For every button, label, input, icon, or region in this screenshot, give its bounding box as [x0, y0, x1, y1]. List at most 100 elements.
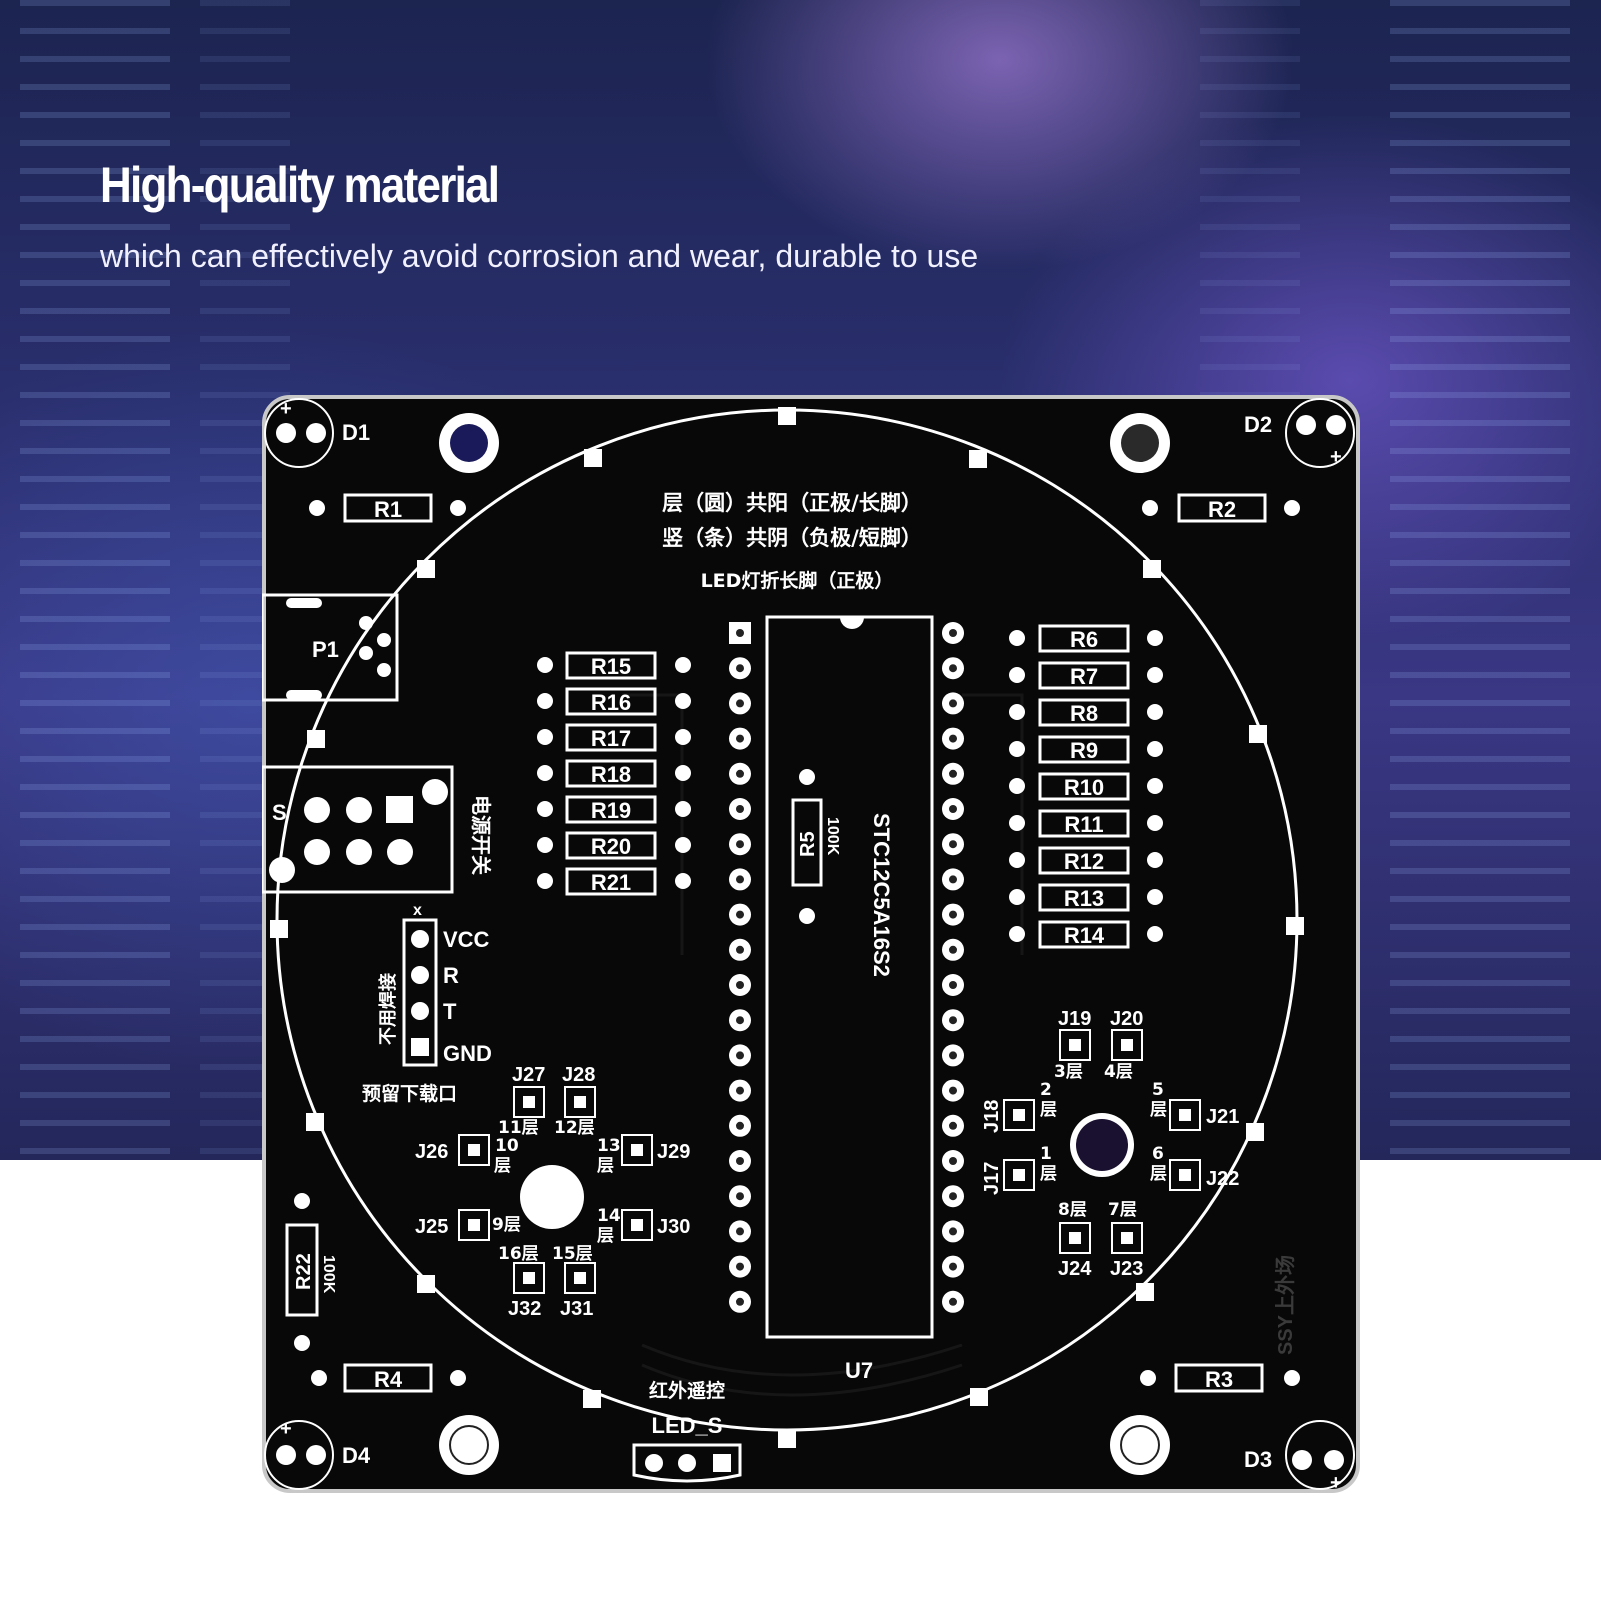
svg-text:层: 层 [597, 1156, 614, 1176]
resistor-r19: R19 [591, 798, 631, 823]
microcontroller-u7: STC12C5A16S2 U7 R5 100K [729, 615, 964, 1383]
chip-pin-hole [736, 769, 744, 778]
svg-text:J21: J21 [1206, 1106, 1239, 1128]
silkscreen-line-3: LED灯折长脚（正极） [701, 569, 894, 592]
r5-value: 100K [824, 817, 841, 856]
svg-text:8层: 8层 [1058, 1200, 1087, 1220]
svg-text:5: 5 [1152, 1080, 1164, 1100]
chip-pin-hole [949, 699, 957, 708]
chip-pin-hole [736, 1227, 744, 1236]
serial-download-header: x VCC R T GND 不用焊接 预留下载口 [362, 902, 492, 1105]
chip-pin-hole [736, 699, 744, 708]
svg-text:层: 层 [494, 1156, 511, 1176]
resistor-r21: R21 [591, 870, 631, 895]
ir-receiver: 红外遥控 LED_S [632, 1379, 742, 1483]
chip-pin-hole [949, 875, 957, 884]
svg-text:层: 层 [1150, 1100, 1167, 1120]
chip-pin-hole [949, 1192, 957, 1201]
led-s-label: LED_S [652, 1413, 723, 1438]
resistor-r5: R5 [797, 831, 819, 857]
pin-r: R [443, 963, 459, 988]
svg-text:J26: J26 [415, 1141, 448, 1163]
silkscreen-line-2: 竖（条）共阴（负极/短脚） [662, 526, 922, 550]
chip-pin-hole [736, 734, 744, 743]
ir-cn-label: 红外遥控 [649, 1379, 725, 1402]
resistor-r9: R9 [1070, 738, 1098, 763]
chip-pin-hole [949, 945, 957, 954]
download-cn-label: 预留下载口 [362, 1082, 457, 1105]
ring-led-pads [270, 407, 1304, 1448]
svg-text:2: 2 [1040, 1080, 1052, 1100]
resistor-r8: R8 [1070, 701, 1098, 726]
resistor-r14: R14 [1064, 923, 1105, 948]
svg-text:J22: J22 [1206, 1168, 1239, 1190]
chip-pin-hole [949, 1121, 957, 1130]
svg-text:7层: 7层 [1108, 1200, 1137, 1220]
chip-pin-hole [736, 664, 744, 673]
svg-text:J24: J24 [1058, 1258, 1092, 1280]
resistor-r3: R3 [1205, 1367, 1233, 1392]
p1-label: P1 [312, 637, 339, 662]
svg-text:x: x [413, 902, 422, 919]
left-resistor-column: R15 R16 R17 R18 R19 R20 R21 [537, 651, 691, 896]
svg-text:9层: 9层 [492, 1215, 521, 1235]
svg-text:层: 层 [1150, 1164, 1167, 1184]
svg-text:J31: J31 [560, 1298, 593, 1320]
switch-label: S [272, 800, 287, 825]
pin-vcc: VCC [443, 927, 490, 952]
resistor-r15: R15 [591, 654, 631, 679]
svg-text:1: 1 [1040, 1144, 1052, 1164]
chip-pin-hole [949, 805, 957, 813]
corner-leds: D1 + D2 + D4 + D3 + [264, 398, 1355, 1493]
chip-pin-hole [949, 1051, 957, 1060]
mounting-holes [439, 413, 1170, 1475]
resistor-r1: R1 [374, 497, 402, 522]
chip-pin-hole [949, 981, 957, 989]
subline: which can effectively avoid corrosion an… [100, 238, 979, 274]
chip-pin-hole [949, 769, 957, 778]
power-switch-s: S 电源开关 [262, 765, 493, 894]
right-resistor-column: R6 R7 R8 R9 R10 R11 R12 R13 R14 [1009, 624, 1163, 949]
chip-pin-hole [736, 1086, 744, 1095]
chip-pin-hole [949, 910, 957, 919]
resistor-r17: R17 [591, 726, 631, 751]
svg-text:+: + [1330, 446, 1342, 468]
led-label-d1: D1 [342, 420, 370, 445]
svg-text:13: 13 [597, 1136, 621, 1156]
resistor-r18: R18 [591, 762, 631, 787]
svg-text:+: + [1330, 1472, 1342, 1493]
svg-text:J18: J18 [981, 1100, 1003, 1133]
right-jumper-cluster: J19 J20 J18 J21 J17 J22 J24 J23 3层 4层 2 … [981, 1008, 1239, 1280]
chip-pin-hole [949, 1297, 957, 1306]
pin-t: T [443, 999, 457, 1024]
led-label-d4: D4 [342, 1443, 371, 1468]
svg-text:J17: J17 [981, 1162, 1003, 1195]
chip-pin-hole [949, 1262, 957, 1271]
svg-text:16层: 16层 [498, 1244, 539, 1264]
chip-pin-hole [736, 1121, 744, 1130]
svg-text:J20: J20 [1110, 1008, 1143, 1030]
chip-ref: U7 [845, 1358, 873, 1383]
svg-text:+: + [280, 398, 292, 420]
chip-pin-hole [949, 734, 957, 743]
resistor-r10: R10 [1064, 775, 1104, 800]
svg-text:6: 6 [1152, 1144, 1164, 1164]
chip-pin-hole [949, 664, 957, 673]
chip-pin-hole [736, 945, 744, 954]
svg-text:3层: 3层 [1054, 1062, 1083, 1082]
svg-text:J28: J28 [562, 1064, 595, 1086]
resistor-r13: R13 [1064, 886, 1104, 911]
chip-pin-hole [949, 1227, 957, 1236]
serial-cn-label: 不用焊接 [377, 973, 399, 1045]
chip-pin-hole [736, 1157, 744, 1165]
resistor-r2: R2 [1208, 497, 1236, 522]
chip-pin-hole [736, 875, 744, 884]
silkscreen-line-1: 层（圆）共阳（正极/长脚） [662, 491, 922, 515]
resistor-r4: R4 [374, 1367, 403, 1392]
resistor-r12: R12 [1064, 849, 1104, 874]
resistor-r16: R16 [591, 690, 631, 715]
chip-pin-hole [736, 1051, 744, 1060]
svg-text:12层: 12层 [554, 1118, 595, 1138]
left-jumper-cluster: J27 J28 J26 J29 J25 J30 J32 J31 11层 12层 … [415, 1064, 690, 1320]
svg-text:15层: 15层 [552, 1244, 593, 1264]
